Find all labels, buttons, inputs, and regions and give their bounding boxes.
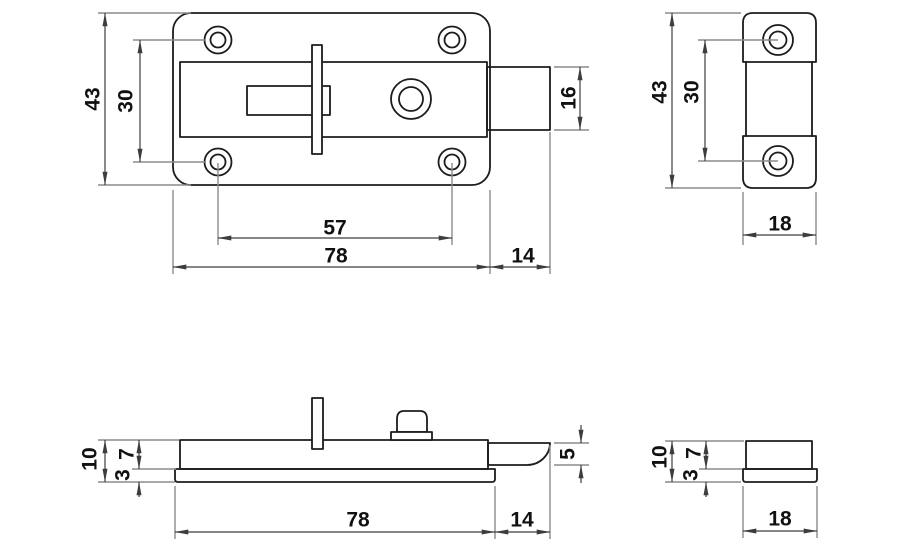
dim-side-bolt-tip-thickness: 5 [557,448,580,460]
bolt-projection-side [487,442,551,466]
dimension-lines-front [102,12,583,270]
keeper-baseplate-side [742,468,818,483]
dim-front-hole-spacing-vertical: 30 [115,89,138,112]
dim-keeper-width: 18 [768,213,792,236]
screw-hole-inner [209,31,227,49]
dim-side-plate-width: 78 [346,509,370,532]
bolt-channel [179,61,488,138]
extension-lines-front [98,12,589,274]
dim-keeper-hole-spacing: 30 [681,80,704,103]
screw-hole [437,25,467,55]
dimension-lines-bolt-side [102,425,584,535]
bolt-slot [246,85,331,116]
dim-front-plate-width: 78 [324,245,348,268]
keeper-bottom-pad [742,135,817,189]
dim-keeper-side-width: 18 [768,508,792,531]
bolt-front-view: 43 30 16 57 78 14 [82,12,589,274]
bolt-handle-peg-side [311,397,324,450]
dim-front-hole-spacing-horizontal: 57 [323,217,346,240]
bolt-baseplate-side [174,468,496,483]
dim-keeper-side-plate-thickness: 3 [680,469,703,481]
bolt-side-view: 10 7 3 78 14 5 [79,397,589,539]
bolt-knob-cap-side [396,410,428,433]
keeper-side-view: 10 7 3 18 [649,440,818,538]
dim-keeper-height: 43 [649,80,672,103]
bolt-knob-outer-circle [390,78,432,120]
dim-side-bolt-projection: 14 [510,509,534,532]
bolt-knob-inner-circle [398,86,424,112]
dimension-lines-keeper-front [669,12,817,238]
bolt-knob-flange-side [390,431,433,441]
keeper-top-pad [742,12,817,63]
dim-front-plate-height: 43 [82,87,105,110]
bolt-handle-crossbar [311,44,323,155]
dim-keeper-side-body-thickness: 7 [683,447,706,459]
dim-side-plate-thickness: 3 [112,469,135,481]
keeper-front-view: 43 30 18 [649,12,817,245]
dim-side-overall-thickness: 10 [79,447,102,470]
dim-front-bolt-projection: 14 [511,245,535,268]
dim-front-bolt-height: 16 [558,86,581,109]
screw-hole-inner [443,31,461,49]
extension-lines-keeper-front [665,12,817,245]
dim-keeper-side-overall-thickness: 10 [649,445,672,468]
bolt-plate-outline [172,12,491,186]
dimension-lines-keeper-side [669,440,818,534]
dim-side-body-thickness: 7 [116,448,139,460]
